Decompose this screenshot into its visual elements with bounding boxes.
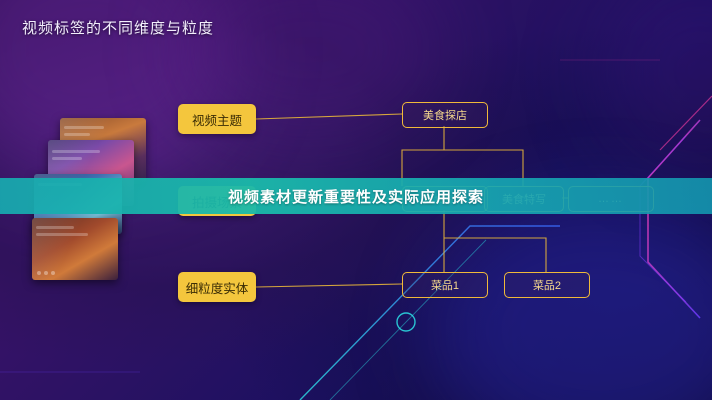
node-food-shop[interactable]: 美食探店 [402,102,488,128]
thumbnail-4 [32,218,118,280]
page-title: 视频标签的不同维度与粒度 [22,20,215,37]
caption-banner: 视频素材更新重要性及实际应用探索 [0,178,712,214]
node-fine-grained-entity[interactable]: 细粒度实体 [178,272,256,302]
banner-text: 视频素材更新重要性及实际应用探索 [227,188,484,206]
node-video-theme[interactable]: 视频主题 [178,104,256,134]
background-glow-4 [600,0,712,170]
node-dish-2[interactable]: 菜品2 [504,272,590,298]
background-glow-2 [430,200,712,400]
node-dish-1[interactable]: 菜品1 [402,272,488,298]
